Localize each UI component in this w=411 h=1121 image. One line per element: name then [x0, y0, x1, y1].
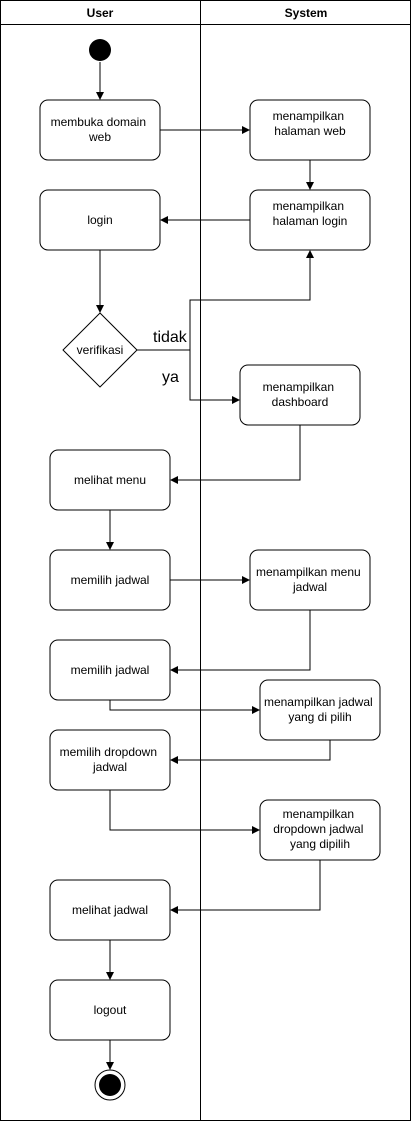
edge-show-selected-to-choose-dropdown: [177, 740, 331, 761]
arrowhead: [170, 906, 178, 914]
action-show-selected-schedule: [259, 679, 381, 741]
action-open-domain: [39, 99, 161, 161]
action-view-schedule: [49, 879, 171, 941]
label-view-menu: melihat menu: [74, 473, 146, 487]
arrowhead: [242, 576, 250, 584]
edge-dashboard-to-view-menu: [177, 425, 301, 481]
arrowhead: [96, 305, 104, 313]
label-show-schedule-menu: menampilkan menu jadwal: [256, 565, 364, 594]
label-show-login: menampilkan halaman login: [273, 199, 348, 228]
arrowhead: [232, 396, 240, 404]
label-choose-dropdown: memilih dropdown jadwal: [60, 745, 161, 774]
arrowhead: [252, 826, 260, 834]
arrowhead: [106, 972, 114, 980]
label-choose-schedule-1: memilih jadwal: [71, 573, 150, 587]
arrowheads: [96, 92, 314, 1070]
label-login: login: [87, 213, 112, 227]
arrowhead: [106, 1062, 114, 1070]
start-node: [89, 39, 111, 61]
action-show-schedule-menu: [249, 549, 371, 611]
arrowhead: [242, 126, 250, 134]
arrowhead: [252, 706, 260, 714]
arrowhead: [170, 756, 178, 764]
action-choose-dropdown: [49, 729, 171, 791]
lane-header-user: User: [87, 6, 114, 20]
label-show-web: menampilkan halaman web: [273, 109, 348, 138]
label-show-dashboard: menampilkan dashboard: [263, 380, 338, 409]
action-view-menu: [49, 449, 171, 511]
action-show-dropdown: [259, 799, 381, 861]
label-open-domain: membuka domain web: [51, 115, 150, 144]
edge-verify-yes-to-dashboard: [189, 350, 233, 401]
edge-show-dropdown-to-view-schedule: [177, 860, 321, 911]
edge-show-menu-to-choose-schedule-2: [177, 610, 311, 671]
decision-verifikasi: [62, 312, 138, 388]
action-login: [39, 189, 161, 251]
edge-verify-no-to-show-login: [137, 257, 311, 351]
edge-choose-dropdown-to-show-dropdown: [109, 790, 253, 831]
action-logout: [49, 979, 171, 1041]
arrowhead: [106, 542, 114, 550]
action-show-web: [249, 99, 371, 161]
arrowhead: [170, 666, 178, 674]
guard-ya: ya: [162, 369, 179, 386]
label-logout: logout: [94, 1003, 127, 1017]
label-show-selected-schedule: menampilkan jadwal yang di pilih: [264, 695, 376, 724]
action-choose-schedule-2: [49, 639, 171, 701]
label-choose-schedule-2: memilih jadwal: [71, 663, 150, 677]
arrowhead: [306, 182, 314, 190]
arrowhead: [170, 476, 178, 484]
flow-edges: [99, 62, 331, 1063]
arrowhead: [306, 250, 314, 258]
arrowhead: [96, 92, 104, 100]
label-verify: verifikasi: [77, 343, 124, 357]
action-show-login: [249, 189, 371, 251]
guard-tidak: tidak: [153, 329, 188, 346]
action-show-dashboard: [239, 364, 361, 426]
lane-header-system: System: [285, 6, 328, 20]
end-node: [94, 1069, 126, 1101]
edge-choose-schedule-2-to-show-selected: [109, 700, 253, 711]
action-choose-schedule-1: [49, 549, 171, 611]
arrowhead: [160, 216, 168, 224]
label-view-schedule: melihat jadwal: [72, 903, 148, 917]
label-show-dropdown: menampilkan dropdown jadwal yang dipilih: [273, 807, 366, 851]
